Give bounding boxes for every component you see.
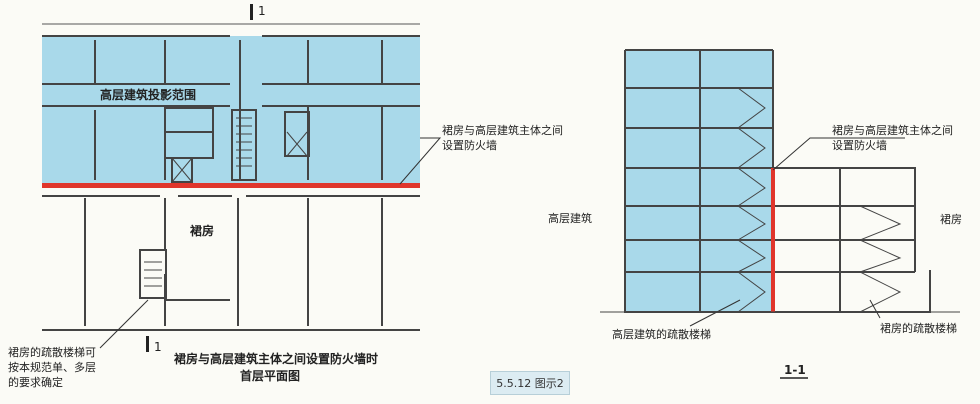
section-mark-top [250, 4, 253, 20]
plan-podium-label: 裙房 [190, 224, 215, 238]
section-mark-bottom [146, 336, 149, 352]
plan-elevators [171, 131, 308, 183]
section-stairs [737, 87, 902, 313]
plan-caption-line2: 首层平面图 [240, 369, 301, 383]
plan-firewall-leader [399, 137, 442, 185]
plan-caption-line1: 裙房与高层建筑主体之间设置防火墙时 [174, 352, 379, 366]
section-podium-stair-leader [869, 299, 881, 319]
floor-plan [42, 4, 442, 352]
section-hr-stair-leader [689, 299, 741, 327]
section-podium-label: 裙房 [940, 213, 962, 226]
plan-walls [42, 35, 420, 331]
section-hr-stair-label: 高层建筑的疏散楼梯 [612, 328, 711, 341]
plan-firewall-note-2: 设置防火墙 [442, 139, 497, 152]
section-podium-stair-label: 裙房的疏散楼梯 [880, 322, 957, 335]
plan-firewall-note-1: 裙房与高层建筑主体之间 [442, 124, 563, 137]
high-rise-area-label: 高层建筑投影范围 [100, 88, 197, 102]
section-mark-top-label: 1 [258, 4, 266, 18]
plan-firewall [42, 183, 420, 188]
section-drawing [600, 49, 960, 379]
plan-stair-note-1: 裙房的疏散楼梯可 [8, 346, 96, 359]
section-high-rise-label: 高层建筑 [548, 212, 592, 225]
section-firewall-note-2: 设置防火墙 [832, 139, 887, 152]
section-firewall-note-1: 裙房与高层建筑主体之间 [832, 124, 953, 137]
plan-stair-leader [99, 299, 149, 349]
figure-tag: 5.5.12 图示2 [490, 371, 570, 395]
section-mark-bottom-label: 1 [154, 340, 162, 354]
section-name: 1-1 [784, 363, 806, 377]
plan-stair-note-3: 的要求确定 [8, 376, 63, 389]
section-firewall [771, 168, 775, 312]
plan-stair-treads [144, 117, 252, 287]
plan-stair-note-2: 按本规范单、多层 [8, 361, 96, 374]
section-firewall-leader [772, 137, 905, 171]
